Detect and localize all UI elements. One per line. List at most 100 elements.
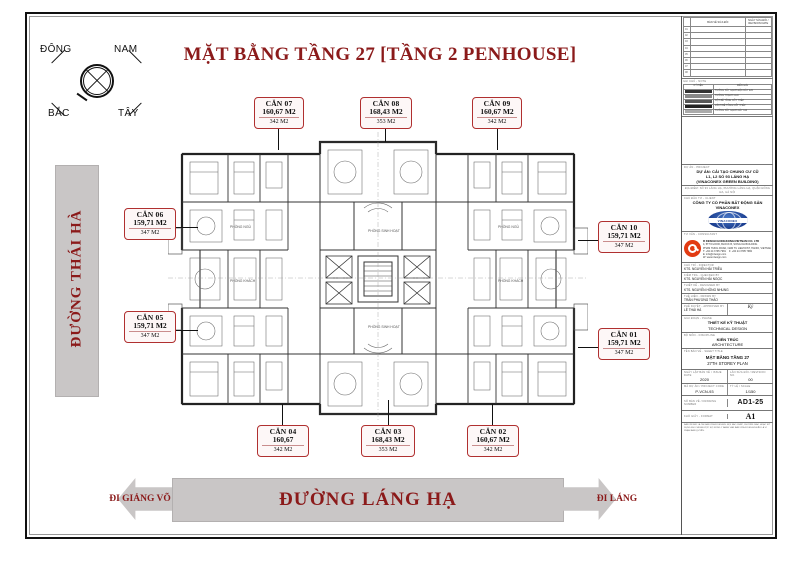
project-section: DỰ ÁN - PROJECT DỰ ÁN: CẢI TẠO CHUNG CƯ … (682, 165, 773, 187)
format-row: KHỔ GIẤY - FORMAT A1 (682, 411, 773, 423)
project-name-line-1: DỰ ÁN: CẢI TẠO CHUNG CƯ CŨ (696, 168, 759, 174)
callout-can-05-area2: 347 M2 (129, 331, 171, 339)
scale-value: 1/150 (745, 388, 756, 394)
leader-can-07 (278, 126, 280, 150)
role-checked-section: KIỂM TRA - CHECKED BY KTS. NGUYỄN HẢI NG… (682, 273, 773, 284)
notes-section: GHI CHÚ - NOTE KÝ HIỆU DIỄN GIẢI TƯỜNG X… (682, 79, 773, 117)
direction-label-giang-vo: ĐI GIẢNG VÕ (109, 494, 171, 504)
callout-can-09[interactable]: CĂN 09 160,67 M2 342 M2 (472, 97, 522, 129)
role-director-caption: CHỦ TRÌ - DIRECTOR (684, 263, 714, 267)
callout-can-06-area1: 159,71 M2 (133, 218, 167, 228)
rdesign-logo-icon (684, 239, 701, 257)
callout-can-07-area2: 342 M2 (259, 117, 299, 125)
revision-table-header: BẢN VẼ SỬA ĐỔI NGÀY SỬA ĐỔI / REVISION D… (682, 17, 773, 27)
callout-can-01-name: CĂN 01 (610, 330, 638, 339)
revision-no-cell: LẦN SỬA ĐỔI / REVISION NO. 00 (728, 370, 773, 384)
notes-table: KÝ HIỆU DIỄN GIẢI TƯỜNG XÂY GẠCH ĐẶC DÀY… (683, 83, 773, 115)
notes-caption: GHI CHÚ - NOTE (683, 79, 707, 83)
role-director-section: CHỦ TRÌ - DIRECTOR KTS. NGUYỄN HẢI TRIỀU (682, 263, 773, 273)
callout-can-03-name: CĂN 03 (374, 427, 402, 436)
discipline-en: ARCHITECTURE (711, 342, 744, 348)
callout-can-01-area1: 159,71 M2 (607, 338, 641, 348)
leader-can-08 (385, 126, 387, 142)
callout-can-08[interactable]: CĂN 08 168,43 M2 353 M2 (360, 97, 412, 129)
approved-caption: PHÊ DUYỆT - APPROVED BY (684, 305, 725, 309)
role-checked-name: KTS. NGUYỄN HẢI NGỌC (684, 277, 723, 282)
role-checked-caption: KIỂM TRA - CHECKED BY (684, 273, 720, 277)
client-name-line-2: VINACONEX (715, 205, 740, 211)
client-caption: CHỦ ĐẦU TƯ - CLIENT (684, 196, 716, 200)
drawing-number-row: SỐ BẢN VẼ / DRAWING NUMBER AD1-25 (682, 396, 773, 411)
role-drawn-caption: THỂ HIỆN - DRAWN BY (684, 294, 717, 298)
format-caption: KHỔ GIẤY - FORMAT (684, 414, 713, 418)
sheet-title-en: 27TH STOREY PLAN (707, 361, 748, 367)
revision-row[interactable]: 08 (682, 69, 773, 77)
direction-label-lang: ĐI LÁNG (596, 494, 638, 504)
drawing-number-caption: SỐ BẢN VẼ / DRAWING NUMBER (684, 399, 717, 406)
approved-section: PHÊ DUYỆT - APPROVED BY LÊ THÁI HÀ Ký (682, 304, 773, 317)
compass-label-nam: NAM (114, 44, 138, 55)
callout-can-06-name: CĂN 06 (136, 210, 164, 219)
callout-can-04-area1: 160,67 (272, 435, 294, 445)
consultant-line-1: R DESIGN HONGKONG/VIETNAM CO. LTD (703, 239, 760, 243)
role-designed-name: KTS. NGUYỄN HỒNG NHUNG (684, 287, 729, 292)
callout-can-01[interactable]: CĂN 01 159,71 M2 347 M2 (598, 328, 650, 360)
compass-label-bac: BẮC (48, 108, 70, 119)
callout-can-06-area2: 347 M2 (129, 228, 171, 236)
scale-cell: TỶ LỆ / SCALE 1/150 (728, 384, 773, 394)
role-drawn-name: TRẦN PHƯƠNG THẢO (684, 298, 718, 302)
consultant-email: E: info@rdesign.com (703, 253, 727, 257)
callout-can-05-area1: 159,71 M2 (133, 321, 167, 331)
callout-can-08-area2: 353 M2 (365, 117, 407, 125)
role-designed-caption: THIẾT KẾ - DESIGNED BY (684, 284, 721, 288)
callout-can-09-area2: 342 M2 (477, 117, 517, 125)
sheet-title-vn: MẶT BẰNG TẦNG 27 (705, 354, 750, 360)
callout-can-04[interactable]: CĂN 04 160,67 342 M2 (257, 425, 309, 457)
approved-info: PHÊ DUYỆT - APPROVED BY LÊ THÁI HÀ (682, 304, 728, 316)
callout-can-02-area1: 160,67 M2 (476, 435, 510, 445)
consultant-section: TƯ VẤN - CONSULTANT R DESIGN HONGKONG/VI… (682, 232, 773, 263)
consultant-fax: F: +84 24 3795 7982 (728, 249, 753, 253)
project-code-cell: MÃ DỰ ÁN / PROJECT CODE P-VCN-93 (682, 384, 728, 395)
leader-can-10 (578, 240, 600, 242)
callout-can-03-area2: 353 M2 (366, 445, 410, 453)
issue-date-cell: NGÀY LẬP BẢN VẼ / ISSUE DATE 2020 (682, 369, 728, 384)
callout-can-05-name: CĂN 05 (136, 313, 164, 322)
callout-can-03[interactable]: CĂN 03 168,43 M2 353 M2 (361, 425, 415, 457)
stage-en: TECHNICAL DESIGN (708, 325, 747, 331)
callout-can-07-area1: 160,67 M2 (262, 107, 296, 117)
notes-symbol-swatch (683, 108, 714, 115)
project-name-line-3: (VINACONEX GREEN BUILDING) (696, 179, 759, 185)
revision-date-caption: NGÀY SỬA ĐỔI / REVISION DATE (744, 17, 773, 27)
format-value: A1 (745, 411, 756, 421)
revision-table: BẢN VẼ SỬA ĐỔI NGÀY SỬA ĐỔI / REVISION D… (682, 17, 773, 77)
revision-section: BẢN VẼ SỬA ĐỔI NGÀY SỬA ĐỔI / REVISION D… (682, 16, 773, 79)
callout-can-05[interactable]: CĂN 05 159,71 M2 347 M2 (124, 311, 176, 343)
drawing-number-caption-cell: SỐ BẢN VẼ / DRAWING NUMBER (682, 398, 728, 408)
vinaconex-logo-text: VINACONEX (707, 218, 748, 224)
callout-can-10[interactable]: CĂN 10 159,71 M2 347 M2 (598, 221, 650, 253)
compass-label-dong: ĐÔNG (40, 44, 72, 55)
revision-no-value: 00 (748, 377, 753, 383)
svg-text:PHÒNG KHÁCH: PHÒNG KHÁCH (498, 278, 524, 283)
svg-text:PHÒNG NGỦ: PHÒNG NGỦ (498, 224, 519, 229)
copyright-note: BẢN VẼ NÀY LÀ TÀI SẢN CỦA R DESIGN. MỌI … (684, 424, 771, 432)
revision-no-caption: LẦN SỬA ĐỔI / REVISION NO. (730, 370, 766, 378)
compass-rose: ĐÔNG NAM BẮC TÂY (36, 36, 158, 128)
svg-text:PHÒNG SINH HOẠT: PHÒNG SINH HOẠT (368, 324, 400, 329)
stage-vn: THIẾT KẾ KỸ THUẬT (707, 320, 748, 326)
callout-can-10-area2: 347 M2 (603, 241, 645, 249)
callout-can-02[interactable]: CĂN 02 160,67 M2 342 M2 (467, 425, 519, 457)
callout-can-06[interactable]: CĂN 06 159,71 M2 347 M2 (124, 208, 176, 240)
title-block: BẢN VẼ SỬA ĐỔI NGÀY SỬA ĐỔI / REVISION D… (681, 16, 773, 535)
project-name-line-2: L1, L2 SỐ 93 LÁNG HẠ (705, 174, 750, 180)
issue-date-value: 2020 (700, 377, 709, 383)
vinaconex-logo-icon: VINACONEX (707, 211, 748, 230)
callout-can-07-name: CĂN 07 (265, 99, 293, 108)
street-lang-ha: ĐƯỜNG LÁNG HẠ (172, 478, 564, 522)
role-drawn-section: THỂ HIỆN - DRAWN BY TRẦN PHƯƠNG THẢO (682, 294, 773, 305)
format-caption-cell: KHỔ GIẤY - FORMAT (682, 413, 728, 419)
callout-can-07[interactable]: CĂN 07 160,67 M2 342 M2 (254, 97, 304, 129)
drawing-number-value: AD1-25 (737, 399, 764, 407)
